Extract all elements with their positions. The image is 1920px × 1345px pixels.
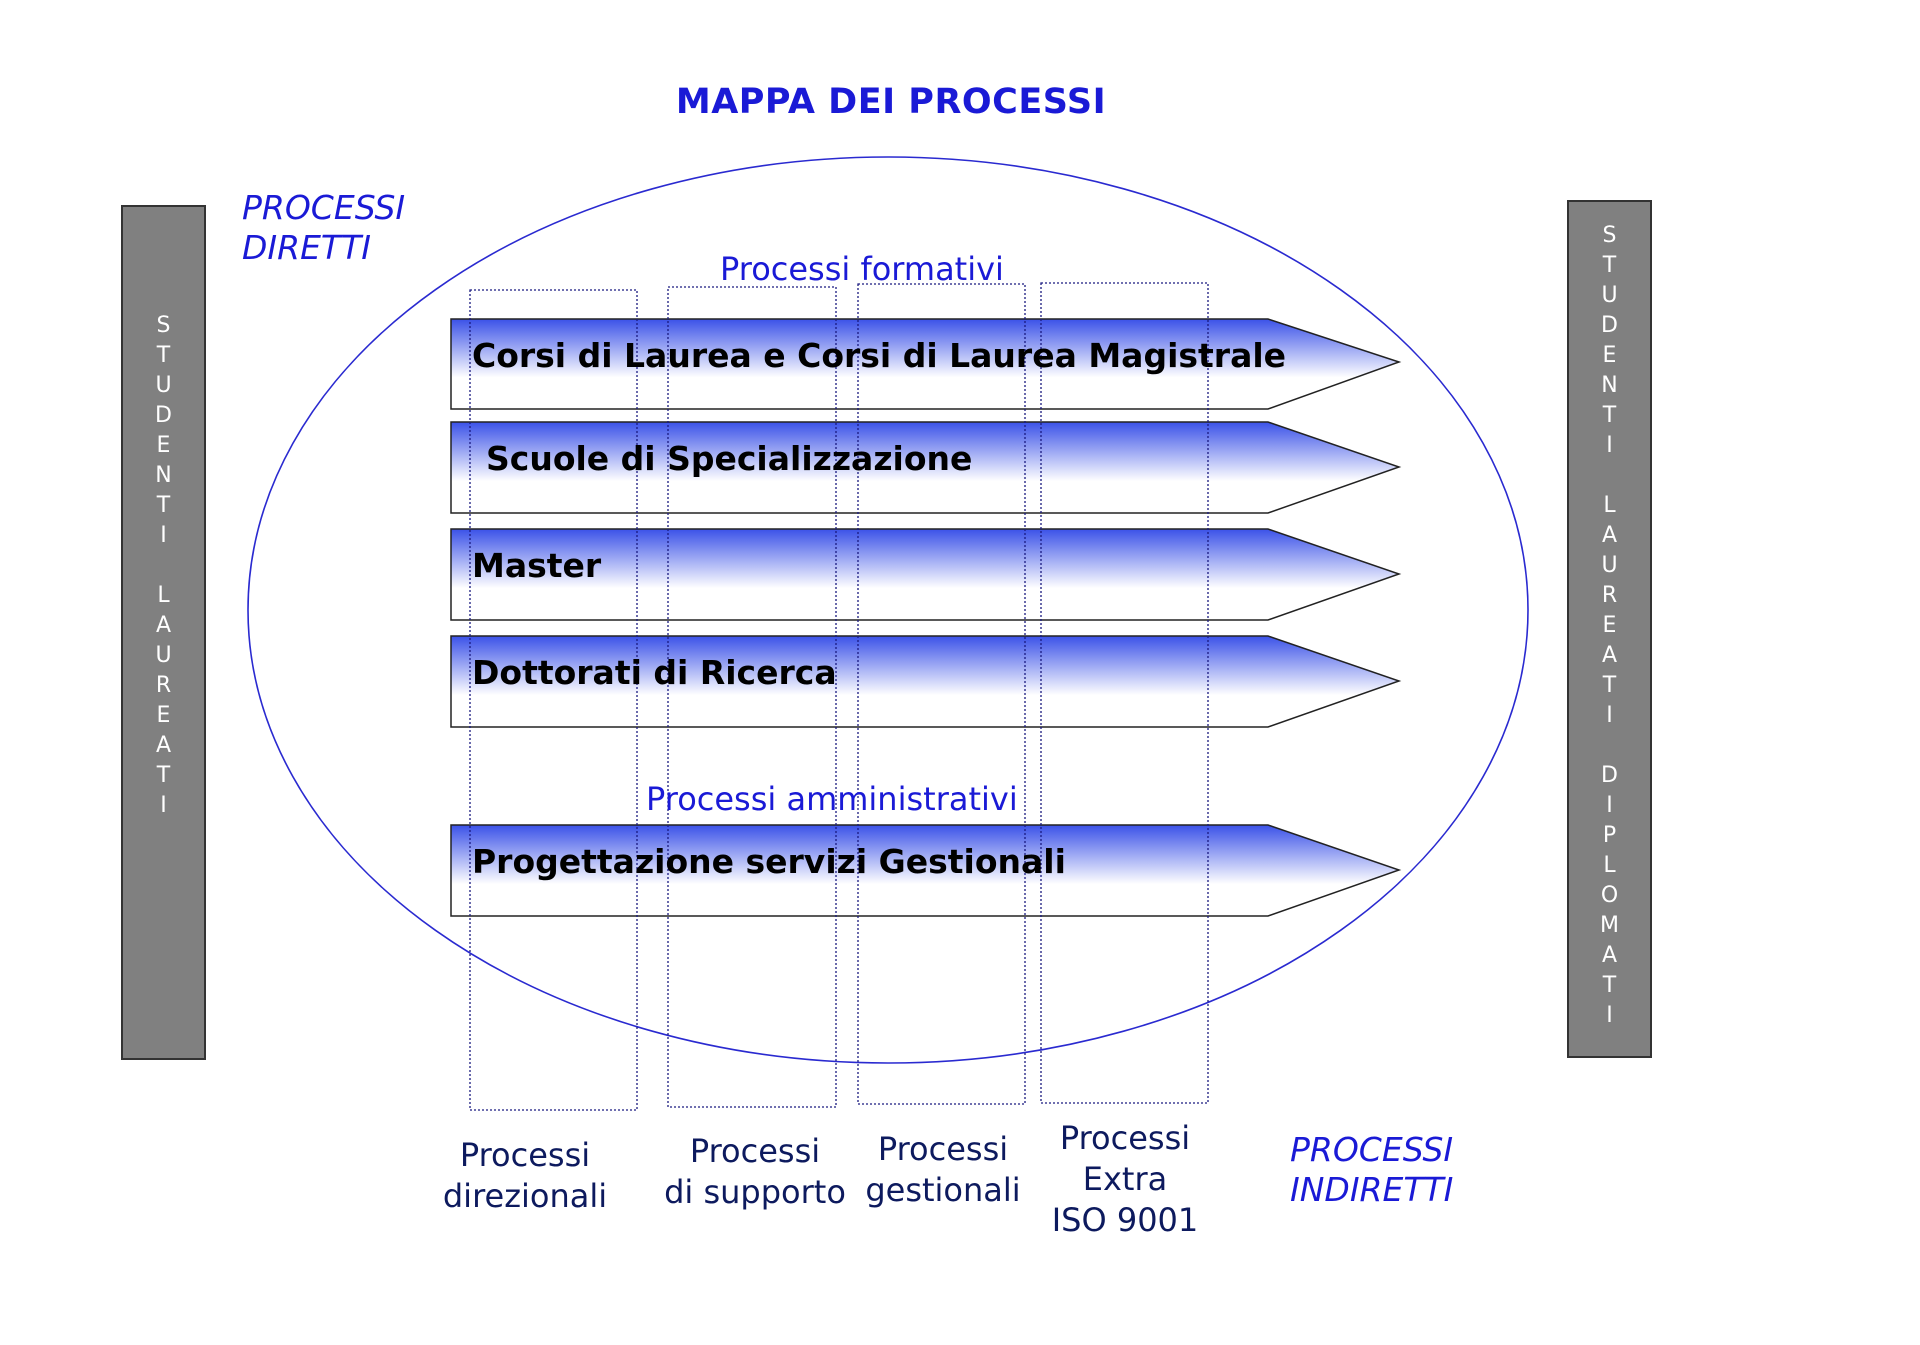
page-title: MAPPA DEI PROCESSI: [675, 82, 1107, 122]
right-bar-letter: A: [1601, 523, 1618, 548]
column-label-supporto-line-1: Processi: [689, 1132, 821, 1170]
right-bar-letter: T: [1602, 973, 1617, 998]
left-bar-letter: S: [156, 313, 171, 338]
processi-amministrativi-label: Processi amministrativi: [646, 780, 1018, 818]
column-label-extra-iso-line-2: Extra: [1082, 1160, 1168, 1198]
column-label-extra-iso-line-3: ISO 9001: [1051, 1201, 1199, 1239]
process-ellipse: [247, 156, 1529, 1064]
arrow-label-corsi: Corsi di Laurea e Corsi di Laurea Magist…: [472, 336, 1287, 375]
column-label-direzionali-line-1: Processi: [459, 1136, 591, 1174]
column-label-gestionali-line-1: Processi: [877, 1130, 1009, 1168]
right-bar-letter: I: [1606, 703, 1613, 728]
arrow-label-dottorati: Dottorati di Ricerca: [472, 653, 837, 692]
right-bar-letter: U: [1601, 553, 1618, 578]
right-bar-letter: P: [1602, 823, 1617, 848]
arrow-shape-progettazione: [450, 824, 1402, 917]
column-label-extra-iso: Processi Extra ISO 9001: [1025, 1118, 1225, 1241]
right-bar-letter: E: [1602, 613, 1617, 638]
right-bar-letter: E: [1602, 343, 1617, 368]
processi-formativi-label: Processi formativi: [720, 250, 1004, 288]
left-bar-letter: T: [156, 763, 171, 788]
left-bar-letter: A: [155, 613, 172, 638]
right-bar-letter: T: [1602, 253, 1617, 278]
arrow-shape-corsi: [450, 318, 1402, 410]
arrow-shape-master: [450, 528, 1402, 621]
right-bar-letter: T: [1602, 403, 1617, 428]
right-bar-letter: R: [1601, 583, 1618, 608]
right-bar-letter: O: [1600, 883, 1619, 908]
left-bar-letter: L: [157, 583, 170, 608]
column-label-gestionali: Processi gestionali: [853, 1129, 1033, 1211]
arrow-shape-dottorati: [450, 635, 1402, 728]
right-bar-letter: D: [1601, 763, 1618, 788]
left-bar-letter: A: [155, 733, 172, 758]
left-bar-letter: U: [155, 643, 172, 668]
right-bar-letter: D: [1601, 313, 1618, 338]
right-bar-letter: L: [1603, 493, 1616, 518]
processi-diretti-line-1: PROCESSI: [242, 188, 406, 227]
right-bar-letter: A: [1601, 643, 1618, 668]
arrow-shape-scuole: [450, 421, 1402, 514]
processi-diretti-label: PROCESSI DIRETTI: [242, 188, 405, 268]
left-bar-letter: N: [155, 463, 172, 488]
left-bar-letter: U: [155, 373, 172, 398]
column-label-supporto-line-2: di supporto: [664, 1173, 846, 1211]
right-bar-letter: I: [1606, 793, 1613, 818]
right-bar-letter: I: [1606, 1003, 1613, 1028]
right-bar-letter: N: [1601, 373, 1618, 398]
arrows-layer: [450, 318, 1402, 917]
arrow-label-progettazione: Progettazione servizi Gestionali: [472, 842, 1066, 881]
column-supporto: [667, 286, 837, 1108]
left-bar-letter: E: [156, 433, 171, 458]
left-bar-letter: T: [156, 343, 171, 368]
arrow-label-master: Master: [472, 546, 602, 585]
column-label-gestionali-line-2: gestionali: [865, 1171, 1021, 1209]
left-bar-letter: I: [160, 523, 167, 548]
left-bar-letter: D: [155, 403, 172, 428]
right-bar-letter: M: [1600, 913, 1619, 938]
right-bar-letter: U: [1601, 283, 1618, 308]
processi-diretti-line-2: DIRETTI: [242, 228, 371, 267]
column-label-extra-iso-line-1: Processi: [1059, 1119, 1191, 1157]
right-bar-letter: T: [1602, 673, 1617, 698]
left-bar-letter: R: [155, 673, 172, 698]
right-bar-letter: S: [1602, 223, 1617, 248]
left-bar-letter: I: [160, 793, 167, 818]
processi-indiretti-line-1: PROCESSI: [1290, 1130, 1454, 1169]
column-direzionali: [469, 289, 638, 1111]
column-extra-iso: [1040, 282, 1209, 1104]
right-bar-letter: L: [1603, 853, 1616, 878]
right-bar-letter: I: [1606, 433, 1613, 458]
left-bar-letter: T: [156, 493, 171, 518]
column-label-direzionali-line-2: direzionali: [442, 1177, 608, 1215]
processi-indiretti-line-2: INDIRETTI: [1290, 1170, 1454, 1209]
processi-indiretti-label: PROCESSI INDIRETTI: [1290, 1130, 1453, 1210]
column-label-direzionali: Processi direzionali: [425, 1135, 625, 1217]
left-bar-letter: E: [156, 703, 171, 728]
column-gestionali: [857, 283, 1026, 1105]
column-label-supporto: Processi di supporto: [650, 1131, 860, 1213]
right-bar-letter: A: [1601, 943, 1618, 968]
columns-layer: [469, 282, 1209, 1111]
arrow-label-scuole: Scuole di Specializzazione: [486, 439, 973, 478]
